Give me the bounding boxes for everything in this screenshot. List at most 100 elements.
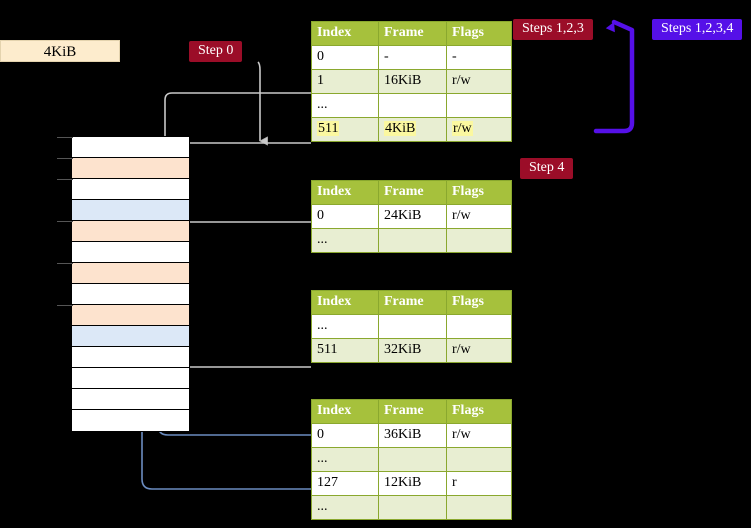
column-header-index: Index <box>311 399 379 424</box>
table-row: ... <box>311 314 512 339</box>
cell-flags <box>446 495 512 520</box>
cell-frame: 12KiB <box>378 471 447 496</box>
memory-row <box>72 389 189 410</box>
memory-row <box>72 410 189 431</box>
memory-tick <box>57 137 73 138</box>
cell-index: 511 <box>311 117 379 142</box>
wire-steps-1234-bracket <box>593 19 635 134</box>
cell-frame: 4KiB <box>378 117 447 142</box>
table-row: 0 24KiB r/w <box>311 204 512 229</box>
column-header-index: Index <box>311 180 379 205</box>
cell-frame <box>378 93 447 118</box>
cell-flags: r/w <box>446 69 512 94</box>
memory-row <box>72 242 189 263</box>
cell-index: 1 <box>311 69 379 94</box>
column-header-frame: Frame <box>378 290 447 315</box>
cell-flags: r/w <box>446 117 512 142</box>
cell-index: 511 <box>311 338 379 363</box>
cell-index: 127 <box>311 471 379 496</box>
column-header-frame: Frame <box>378 21 447 46</box>
cell-flags: r/w <box>446 338 512 363</box>
cell-frame <box>378 447 447 472</box>
step-0-badge: Step 0 <box>189 41 243 62</box>
cell-frame-text: 4KiB <box>384 121 417 136</box>
memory-row <box>72 158 189 179</box>
cell-flags <box>446 228 512 253</box>
cell-index: 0 <box>311 423 379 448</box>
memory-row <box>72 347 189 368</box>
column-header-flags: Flags <box>446 21 512 46</box>
cell-index: ... <box>311 314 379 339</box>
step-4-badge: Step 4 <box>520 158 574 179</box>
table-row: ... <box>311 93 512 118</box>
column-header-flags: Flags <box>446 180 512 205</box>
wire-table3-to-memory <box>178 318 311 368</box>
steps-1234-badge: Steps 1,2,3,4 <box>652 19 743 40</box>
cell-frame: 32KiB <box>378 338 447 363</box>
table-header-row: Index Frame Flags <box>311 290 512 315</box>
cell-flags <box>446 447 512 472</box>
memory-row <box>72 263 189 284</box>
memory-row <box>72 368 189 389</box>
column-header-index: Index <box>311 21 379 46</box>
cell-frame <box>378 228 447 253</box>
cell-frame <box>378 495 447 520</box>
page-table-pd: Index Frame Flags ... 511 32KiB r/w <box>311 290 512 363</box>
step-0-badge-text: Step 0 <box>198 43 234 58</box>
wire-table1-branch-down <box>178 142 311 153</box>
memory-tick <box>57 305 73 306</box>
memory-size-label: 4KiB <box>0 40 120 62</box>
cell-flags: r/w <box>446 204 512 229</box>
cell-index: 0 <box>311 204 379 229</box>
memory-row <box>72 137 189 158</box>
cell-flags: r <box>446 471 512 496</box>
steps-123-badge-text: Steps 1,2,3 <box>522 21 584 36</box>
cell-frame: 24KiB <box>378 204 447 229</box>
cell-frame: 16KiB <box>378 69 447 94</box>
wire-table1-to-memory <box>164 92 311 141</box>
memory-row <box>72 221 189 242</box>
step-4-badge-text: Step 4 <box>529 160 565 175</box>
memory-tick <box>57 158 73 159</box>
table-row: 0 - - <box>311 45 512 70</box>
memory-tick <box>57 221 73 222</box>
memory-row <box>72 200 189 221</box>
page-table-pdpt: Index Frame Flags 0 24KiB r/w ... <box>311 180 512 253</box>
cell-index: 0 <box>311 45 379 70</box>
column-header-flags: Flags <box>446 399 512 424</box>
column-header-frame: Frame <box>378 180 447 205</box>
cell-frame: 36KiB <box>378 423 447 448</box>
steps-1234-badge-text: Steps 1,2,3,4 <box>661 21 734 36</box>
cell-index: ... <box>311 228 379 253</box>
table-row: ... <box>311 447 512 472</box>
table-row: ... <box>311 228 512 253</box>
column-header-index: Index <box>311 290 379 315</box>
cell-flags: - <box>446 45 512 70</box>
cell-flags <box>446 314 512 339</box>
steps-123-badge: Steps 1,2,3 <box>513 19 593 40</box>
memory-size-label-text: 4KiB <box>43 44 77 60</box>
cell-flags: r/w <box>446 423 512 448</box>
column-header-flags: Flags <box>446 290 512 315</box>
table-row: 511 32KiB r/w <box>311 338 512 363</box>
table-row: 1 16KiB r/w <box>311 69 512 94</box>
memory-tick <box>57 263 73 264</box>
table-row: 0 36KiB r/w <box>311 423 512 448</box>
page-table-pt: Index Frame Flags 0 36KiB r/w ... 127 12… <box>311 399 512 520</box>
memory-row <box>72 284 189 305</box>
memory-row <box>72 179 189 200</box>
wire-4kib-to-memory <box>257 61 260 141</box>
memory-row <box>72 326 189 347</box>
table-header-row: Index Frame Flags <box>311 180 512 205</box>
cell-index: ... <box>311 93 379 118</box>
physical-memory-column <box>71 136 190 432</box>
cell-index: ... <box>311 447 379 472</box>
cell-frame <box>378 314 447 339</box>
cell-flags-text: r/w <box>452 121 473 136</box>
column-header-frame: Frame <box>378 399 447 424</box>
table-header-row: Index Frame Flags <box>311 399 512 424</box>
table-header-row: Index Frame Flags <box>311 21 512 46</box>
memory-row <box>72 305 189 326</box>
page-table-pml4: Index Frame Flags 0 - - 1 16KiB r/w ... <box>311 21 512 142</box>
